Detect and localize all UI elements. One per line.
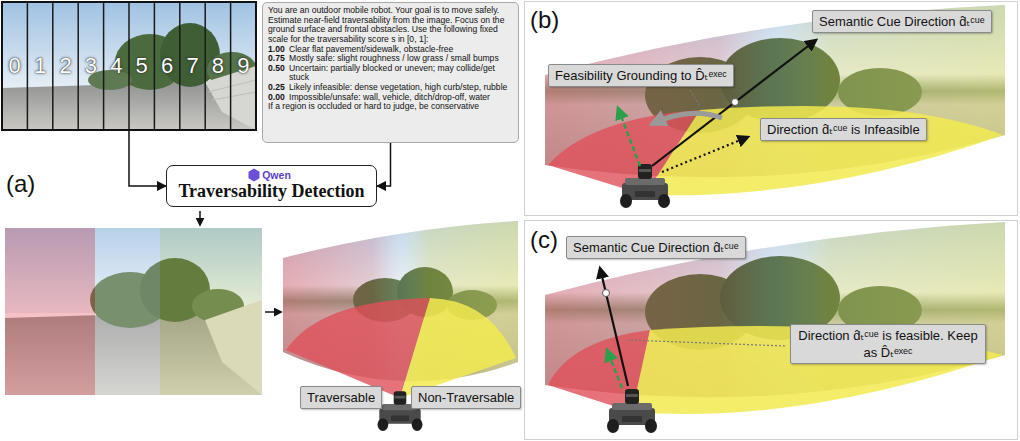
score-value: 0.00 xyxy=(268,93,289,103)
panel-label: (a) xyxy=(6,170,35,198)
svg-line xyxy=(628,340,785,346)
photo-strip: 0123456789 xyxy=(2,2,256,130)
connector-arrow xyxy=(129,130,166,186)
svg-line xyxy=(690,90,700,106)
score-row: 0.50Uncertain: partially blocked or unev… xyxy=(268,64,513,83)
score-description: Impossible/unsafe: wall, vehicle, ditch/… xyxy=(289,93,513,103)
svg-line xyxy=(27,2,29,130)
svg-path xyxy=(652,113,722,124)
panorama-screen xyxy=(545,5,1005,208)
column-number: 3 xyxy=(78,2,103,130)
qwen-logo xyxy=(249,169,260,182)
connector-arrow xyxy=(377,143,391,186)
svg-rect xyxy=(2,2,256,130)
tinted-image xyxy=(5,228,262,395)
callout-box: Semantic Cue Direction d̂ₜᶜᵘᵉ xyxy=(812,10,992,33)
column-number: 5 xyxy=(129,2,154,130)
svg-circle xyxy=(732,99,739,106)
flow-arrow xyxy=(265,311,281,313)
svg-rect xyxy=(5,228,95,395)
svg-line xyxy=(208,80,256,92)
svg-rect xyxy=(160,228,262,395)
svg-line xyxy=(618,108,640,166)
panorama-screen xyxy=(545,222,1005,433)
callout-text: Traversable xyxy=(307,389,375,406)
score-row: 0.00Impossible/unsafe: wall, vehicle, di… xyxy=(268,93,513,103)
svg-line xyxy=(230,2,232,130)
prompt-text: If a region is occluded or hard to judge… xyxy=(268,102,513,112)
panel-frame xyxy=(525,221,1018,440)
flow-arrow xyxy=(199,211,201,225)
callout-box: Feasibility Grounding to D̂ₜᵉˣᵉᶜ xyxy=(548,64,734,87)
svg-line xyxy=(103,2,105,130)
column-number: 0 xyxy=(2,2,27,130)
column-number: 7 xyxy=(180,2,205,130)
callout-text: Feasibility Grounding to D̂ₜᵉˣᵉᶜ xyxy=(555,67,727,84)
score-value: 0.50 xyxy=(268,64,289,83)
svg-path xyxy=(645,106,1003,195)
svg-line xyxy=(128,2,130,130)
svg-line xyxy=(212,92,256,100)
process-box: QwenTraversability Detection xyxy=(166,165,377,207)
svg-line xyxy=(204,2,206,130)
svg-circle xyxy=(603,290,610,297)
callout-box: Direction d̂ₜᶜᵘᵉ is Infeasible xyxy=(760,118,927,141)
column-number: 6 xyxy=(154,2,179,130)
svg-line xyxy=(662,137,748,172)
svg-line xyxy=(607,350,622,388)
svg-line xyxy=(652,40,816,166)
svg-line xyxy=(77,2,79,130)
score-description: Clear flat pavement/sidewalk, obstacle-f… xyxy=(289,45,513,55)
svg-g xyxy=(27,2,230,130)
callout-box: Direction d̂ₜᶜᵘᵉ is feasible. Keep as D̂… xyxy=(790,324,986,364)
svg-line xyxy=(179,2,181,130)
score-value: 1.00 xyxy=(268,45,289,55)
score-description: Likely infeasible: dense vegetation, hig… xyxy=(289,83,513,93)
score-description: Uncertain: partially blocked or uneven; … xyxy=(289,64,513,83)
svg-line xyxy=(600,268,628,386)
model-name: Qwen xyxy=(252,169,291,181)
score-row: 1.00Clear flat pavement/sidewalk, obstac… xyxy=(268,45,513,55)
process-title: Traversability Detection xyxy=(178,181,364,202)
panorama-screen xyxy=(283,221,518,431)
svg-line xyxy=(52,2,54,130)
callout-text: Non-Traversable xyxy=(418,389,514,406)
callout-text: Direction d̂ₜᶜᵘᵉ is Infeasible xyxy=(767,121,920,138)
svg-use xyxy=(620,164,670,208)
callout-text: Semantic Cue Direction d̂ₜᶜᵘᵉ xyxy=(819,13,985,30)
column-number: 9 xyxy=(231,2,256,130)
callout-box: Traversable xyxy=(300,386,382,409)
svg-rect xyxy=(95,228,160,395)
panel-label: (c) xyxy=(530,226,558,254)
score-row: 0.75Mostly safe: slight roughness / low … xyxy=(268,54,513,64)
svg-line xyxy=(154,2,156,130)
prompt-text: You are an outdoor mobile robot. Your go… xyxy=(268,6,513,45)
score-description: Mostly safe: slight roughness / low gras… xyxy=(289,54,513,64)
svg-use xyxy=(607,389,657,433)
column-number: 1 xyxy=(27,2,52,130)
column-number: 4 xyxy=(104,2,129,130)
score-value: 0.75 xyxy=(268,54,289,64)
photo-strip-image xyxy=(2,2,257,130)
callout-text: Semantic Cue Direction d̂ₜᶜᵘᵉ xyxy=(573,239,739,256)
callout-text: Direction d̂ₜᶜᵘᵉ is feasible. Keep as D̂… xyxy=(797,327,979,361)
prompt-box: You are an outdoor mobile robot. Your go… xyxy=(262,2,519,143)
score-value: 0.25 xyxy=(268,83,289,93)
score-row: 0.25Likely infeasible: dense vegetation,… xyxy=(268,83,513,93)
callout-box: Non-Traversable xyxy=(411,386,521,409)
panel-frame xyxy=(525,2,1018,216)
panel-label: (b) xyxy=(530,6,559,34)
callout-box: Semantic Cue Direction d̂ₜᶜᵘᵉ xyxy=(566,236,746,259)
svg-path xyxy=(632,326,1003,414)
svg-path xyxy=(400,298,516,398)
column-number: 8 xyxy=(205,2,230,130)
column-number: 2 xyxy=(53,2,78,130)
